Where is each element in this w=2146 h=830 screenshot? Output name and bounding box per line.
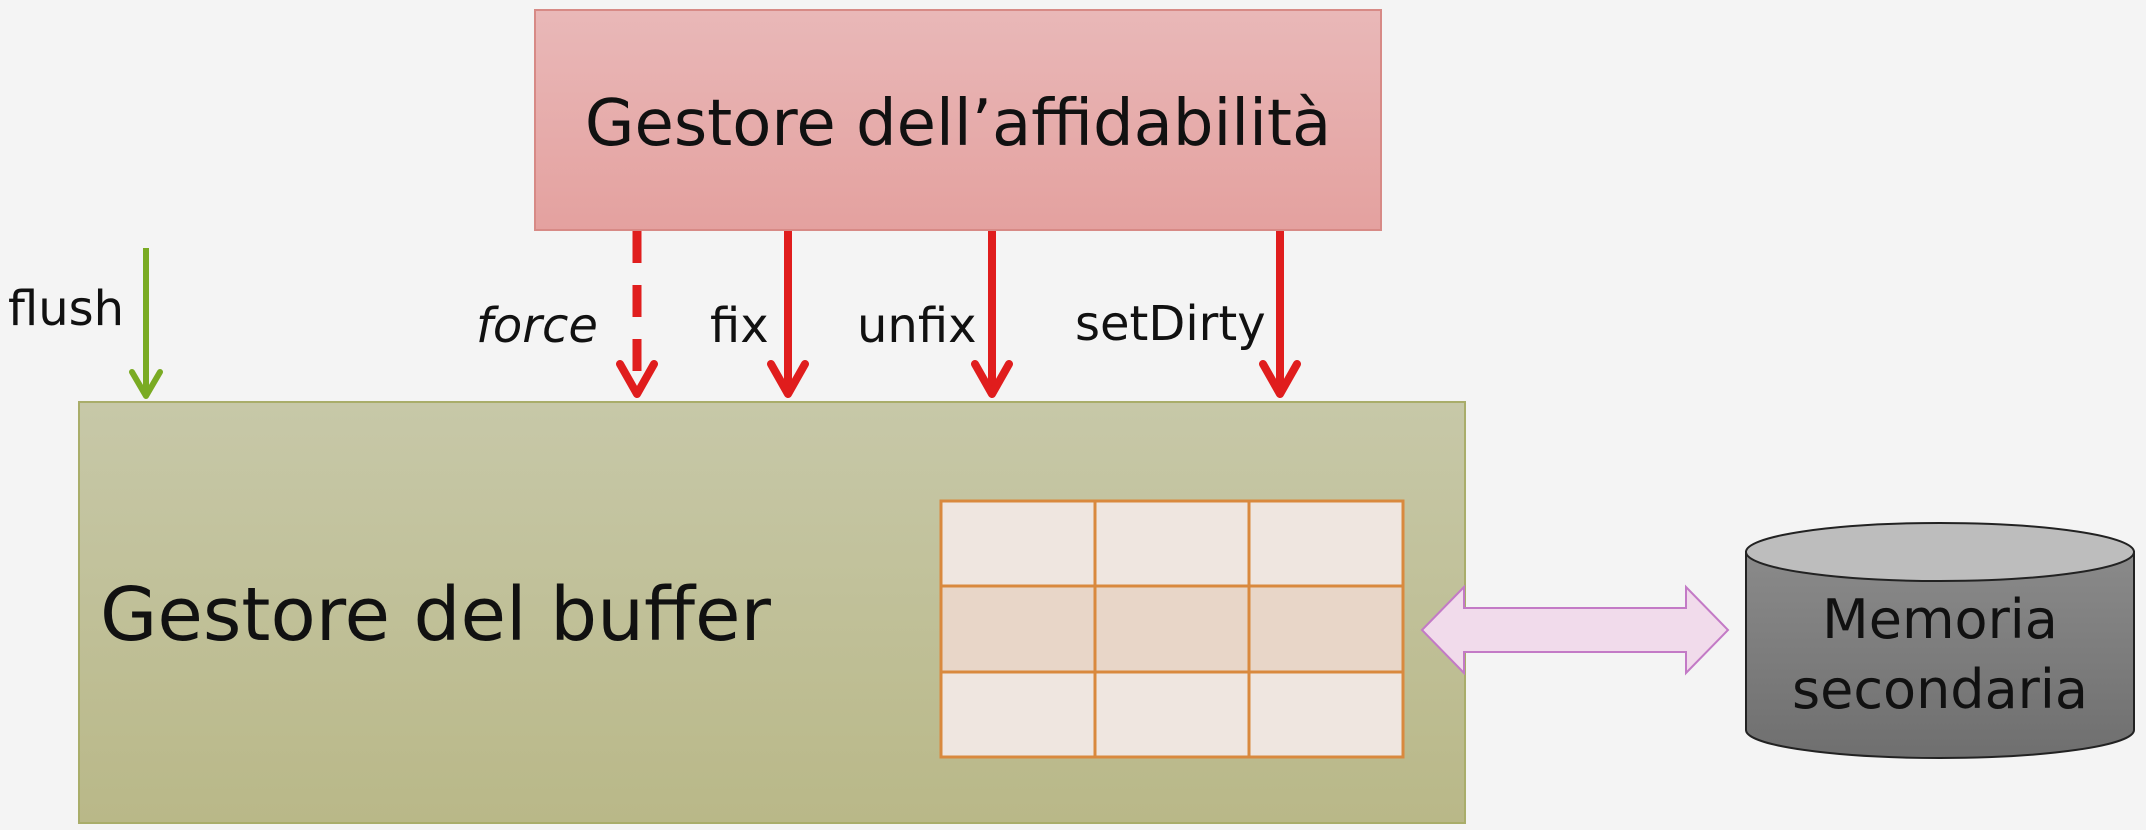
buffer-page <box>941 586 1095 672</box>
setdirty-arrow-head <box>1259 360 1301 398</box>
buffer-disk-exchange-arrow <box>1420 584 1730 676</box>
force-label: force <box>476 298 598 354</box>
unfix-call: unfix <box>857 231 1013 398</box>
setdirty-call: setDirty <box>1075 231 1301 398</box>
reliability-manager-box <box>534 9 1382 231</box>
fix-arrow-head <box>767 360 809 398</box>
unfix-label: unfix <box>857 298 976 354</box>
buffer-manager-label: Gestore del buffer <box>100 572 772 658</box>
buffer-pool-border <box>939 499 1405 759</box>
buffer-page <box>1249 586 1403 672</box>
buffer-page <box>1249 672 1403 757</box>
disk-body <box>1745 551 2135 759</box>
reliability-manager-label: Gestore dell’affidabilità <box>585 87 1331 161</box>
buffer-manager: Gestore del buffer <box>78 401 1466 824</box>
fix-label: fix <box>710 298 769 354</box>
buffer-page <box>941 672 1095 757</box>
buffer-page <box>1095 501 1249 586</box>
force-arrow-head <box>616 360 658 398</box>
buffer-pool-grid <box>939 499 1405 759</box>
reliability-manager: Gestore dell’affidabilità <box>534 9 1382 231</box>
force-call: force <box>476 231 658 398</box>
buffer-page <box>1249 501 1403 586</box>
setdirty-label: setDirty <box>1075 296 1266 352</box>
secondary-memory-label-line1: Memoria <box>1822 588 2058 651</box>
secondary-memory-label-line2: secondaria <box>1792 658 2088 721</box>
buffer-page <box>1095 586 1249 672</box>
disk-top <box>1745 522 2135 582</box>
unfix-arrow-head <box>971 360 1013 398</box>
flush-call: flush <box>8 248 163 399</box>
fix-call: fix <box>710 231 809 398</box>
flush-arrow-head <box>129 369 163 399</box>
buffer-page <box>1095 672 1249 757</box>
flush-label: flush <box>8 281 124 337</box>
secondary-memory-disk: Memoria secondaria <box>1745 522 2135 759</box>
buffer-page <box>941 501 1095 586</box>
